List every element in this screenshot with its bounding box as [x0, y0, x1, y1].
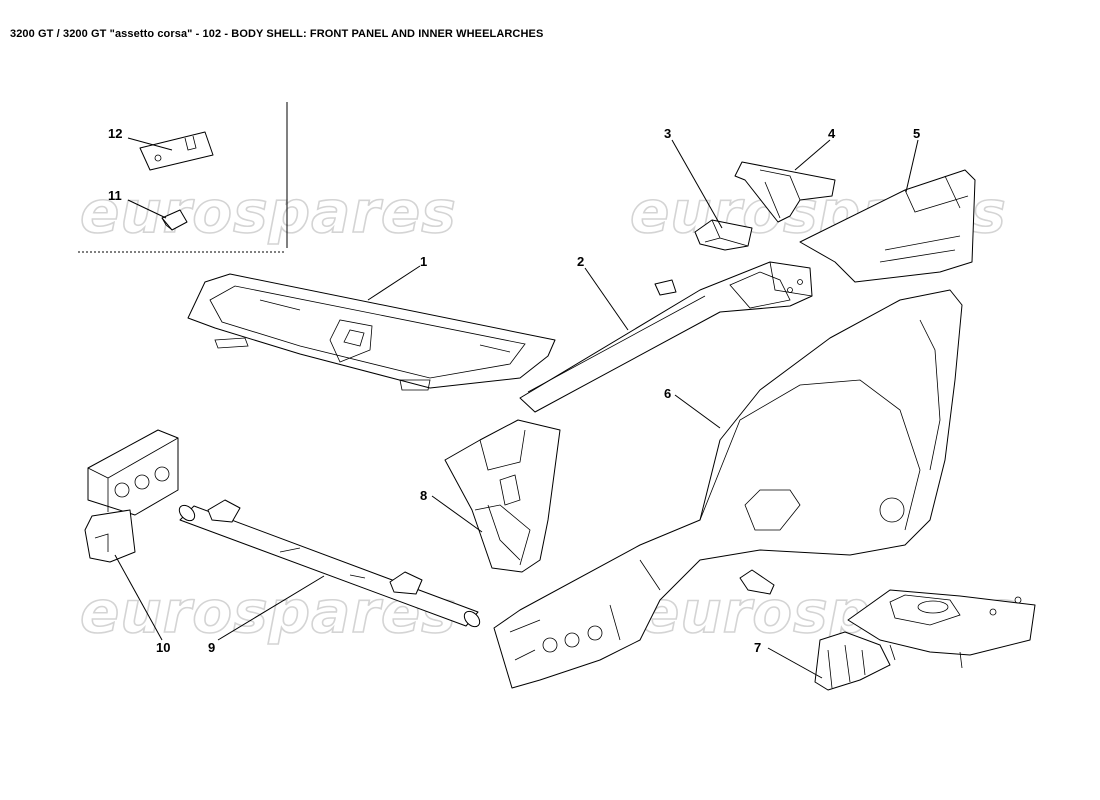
watermark-top-left: eurospares	[80, 178, 457, 246]
page-title: 3200 GT / 3200 GT "assetto corsa" - 102 …	[10, 28, 544, 40]
part-12-bracket[interactable]	[139, 131, 214, 171]
small-clip[interactable]	[739, 569, 775, 595]
callout-1[interactable]: 1	[420, 254, 427, 269]
part-8-pillar-bracket[interactable]	[444, 419, 561, 573]
callout-9[interactable]: 9	[208, 640, 215, 655]
part-10-side-rail[interactable]	[84, 429, 179, 563]
callout-5[interactable]: 5	[913, 126, 920, 141]
part-6-inner-wheelarch[interactable]	[493, 289, 963, 689]
callout-11[interactable]: 11	[108, 188, 122, 203]
callout-3[interactable]: 3	[664, 126, 671, 141]
part-2-upper-rail[interactable]	[519, 261, 813, 413]
callout-8[interactable]: 8	[420, 488, 427, 503]
callout-7[interactable]: 7	[754, 640, 761, 655]
callout-6[interactable]: 6	[664, 386, 671, 401]
callout-4[interactable]: 4	[828, 126, 836, 141]
part-4-gusset[interactable]	[734, 161, 836, 223]
part-9-crossmember-tube[interactable]	[176, 499, 482, 630]
part-7-mount-plate[interactable]	[814, 589, 1036, 691]
part-11-clip[interactable]	[161, 209, 188, 231]
callout-2[interactable]: 2	[577, 254, 584, 269]
part-5-wheelarch-reinforcement[interactable]	[799, 169, 976, 283]
part-1-front-panel[interactable]	[187, 273, 556, 391]
callout-12[interactable]: 12	[108, 126, 122, 141]
part-3-bracket[interactable]	[694, 219, 753, 251]
callouts: 12 11 1 2 3 4 5 6 7 8 9 10	[108, 126, 920, 655]
callout-10[interactable]: 10	[156, 640, 170, 655]
leader-lines	[114, 137, 919, 679]
inset-frame	[78, 102, 288, 253]
